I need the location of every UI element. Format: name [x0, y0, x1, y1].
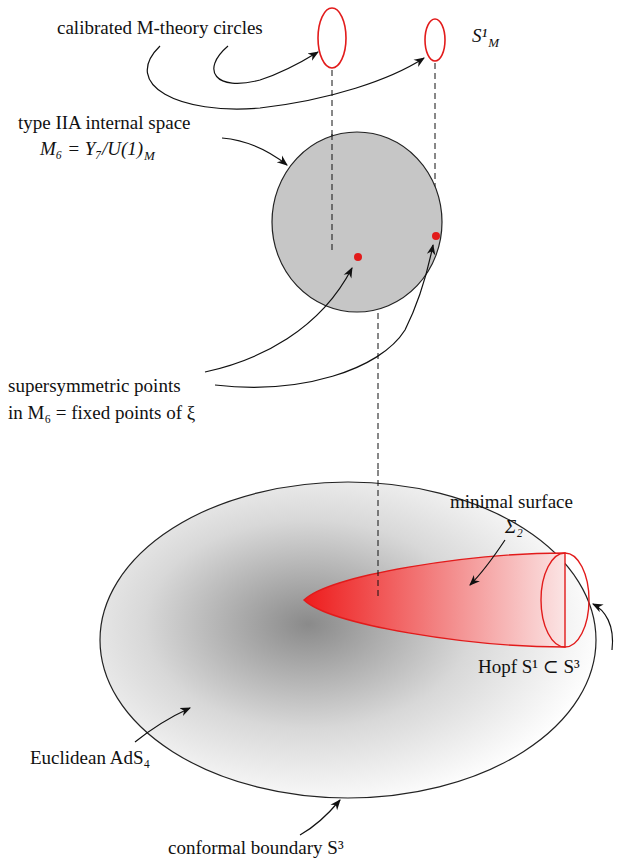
- pointer-arrow: [215, 245, 433, 387]
- minimal-surface: [304, 553, 565, 647]
- pointer-arrow: [593, 604, 613, 650]
- projection-line: [378, 313, 379, 470]
- pointer-arrow: [205, 268, 352, 372]
- ads-ball: [100, 482, 596, 798]
- callout-label: type IIA internal space: [18, 113, 191, 132]
- subscript: M: [144, 149, 155, 162]
- subscript: M: [488, 36, 499, 49]
- projection-line: [332, 134, 333, 253]
- callout-label: supersymmetric points: [8, 376, 181, 395]
- m-theory-circle: [425, 19, 445, 61]
- callout-label: Hopf S¹ ⊂ S³: [478, 657, 580, 676]
- pointer-arrow: [214, 46, 318, 83]
- m-theory-circle: [318, 8, 346, 68]
- pointer-arrow: [470, 540, 505, 585]
- fixed-point: [432, 232, 440, 240]
- callout-label: Euclidean AdS₄: [30, 748, 150, 767]
- symbol-label: S¹: [472, 26, 487, 45]
- pointer-arrow: [135, 708, 190, 742]
- projection-line: [378, 470, 379, 600]
- hopf-circle: [541, 553, 589, 647]
- pointer-arrow: [147, 46, 424, 109]
- pointer-arrow: [222, 138, 287, 165]
- callout-label: in M₆ = fixed points of ξ: [8, 403, 195, 422]
- symbol-label: Σ₂: [505, 517, 523, 536]
- callout-label: conformal boundary S³: [168, 838, 344, 857]
- pointer-arrow: [300, 800, 340, 835]
- callout-label: calibrated M-theory circles: [57, 18, 263, 37]
- formula-label: M₆ = Y₇/U(1): [40, 139, 143, 158]
- callout-label: minimal surface: [450, 492, 573, 511]
- fixed-point: [354, 253, 362, 261]
- internal-space-disc: [272, 132, 442, 312]
